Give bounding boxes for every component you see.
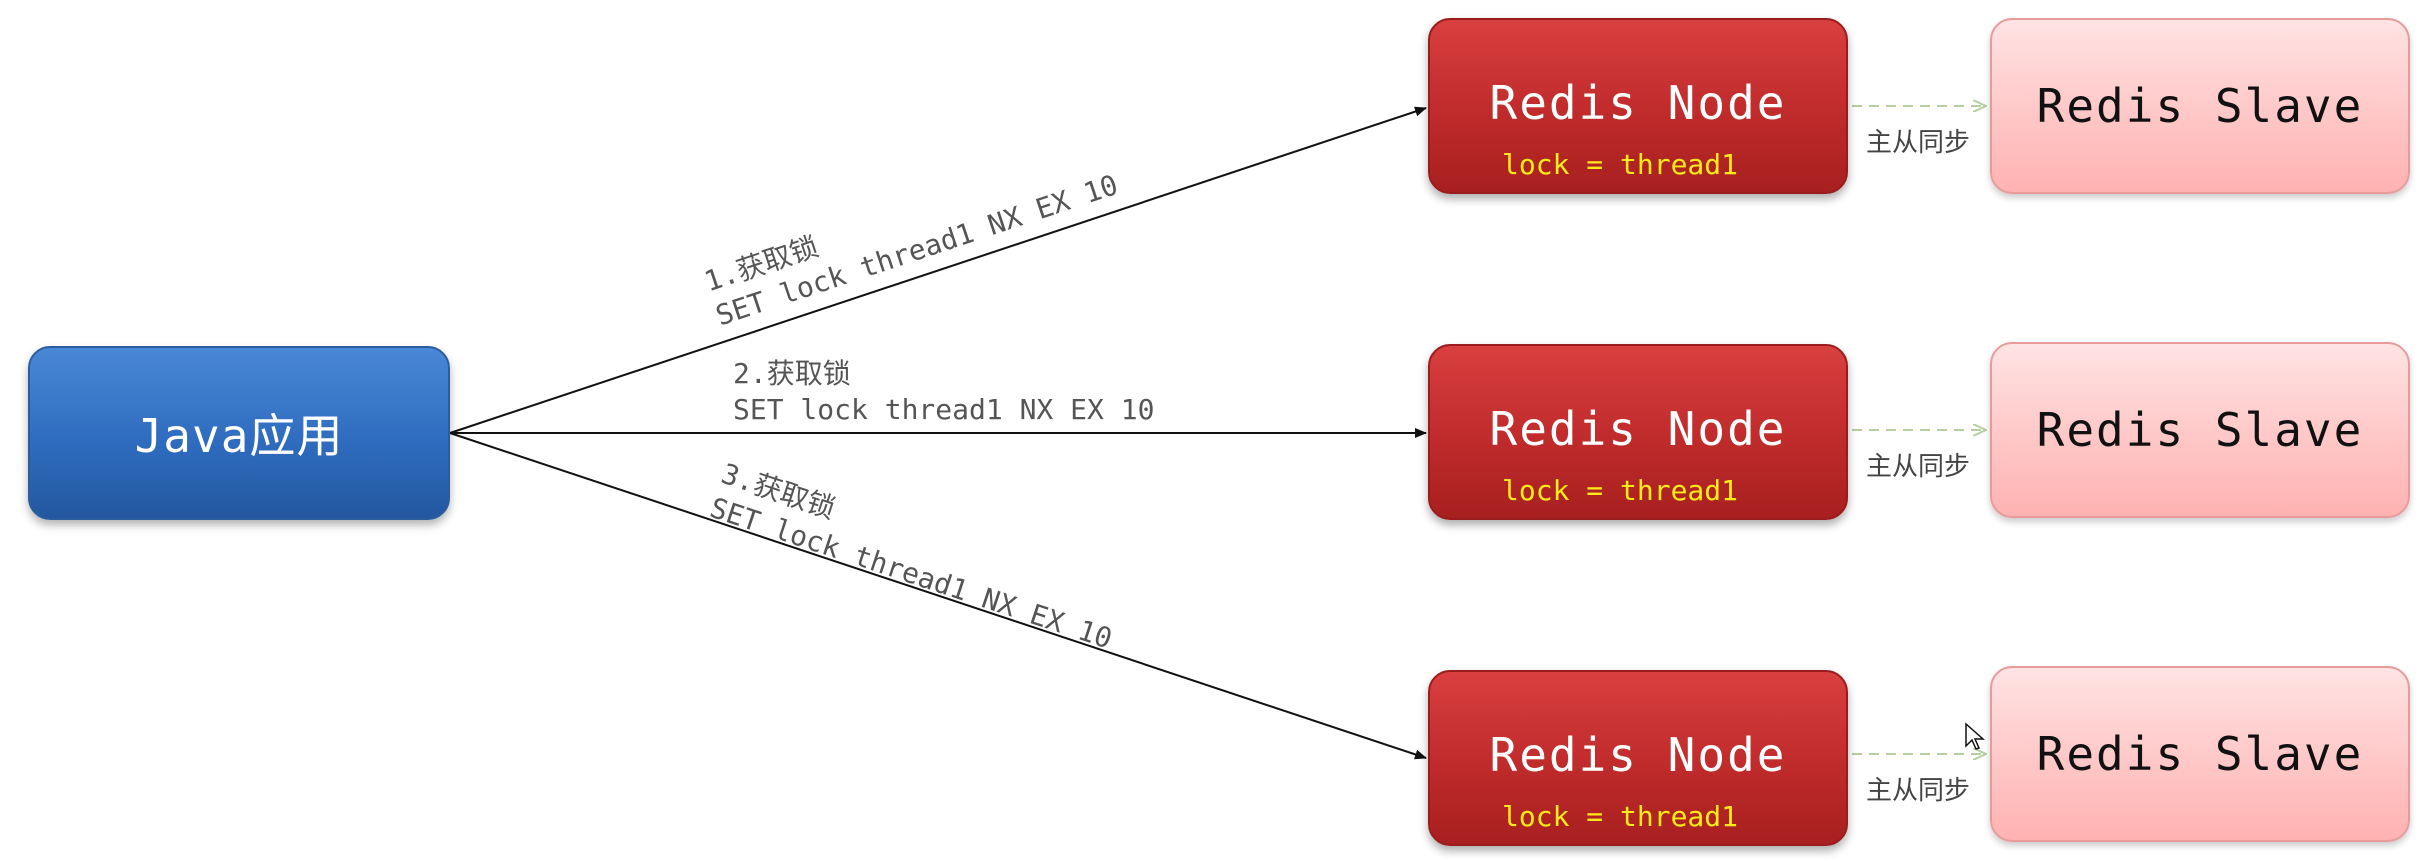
redis-node-2: Redis Node lock = thread1 — [1428, 344, 1848, 520]
redis-slave-3: Redis Slave — [1990, 666, 2410, 842]
edge-line-3 — [449, 432, 1427, 760]
redis-slave-title: Redis Slave — [2036, 727, 2364, 781]
redis-node-1: Redis Node lock = thread1 — [1428, 18, 1848, 194]
redis-node-title: Redis Node — [1489, 402, 1787, 456]
redis-node-lock-value: lock = thread1 — [1502, 800, 1739, 833]
edge-step-2: 2.获取锁 — [733, 357, 851, 390]
java-app-box: Java应用 — [28, 346, 450, 520]
redis-slave-2: Redis Slave — [1990, 342, 2410, 518]
redis-node-lock-value: lock = thread1 — [1502, 148, 1739, 181]
redis-node-title: Redis Node — [1489, 76, 1787, 130]
redis-slave-1: Redis Slave — [1990, 18, 2410, 194]
redis-node-lock-value: lock = thread1 — [1502, 474, 1739, 507]
sync-label-1: 主从同步 — [1866, 128, 1971, 158]
redis-node-3: Redis Node lock = thread1 — [1428, 670, 1848, 846]
sync-label-3: 主从同步 — [1866, 776, 1971, 806]
sync-label-2: 主从同步 — [1866, 452, 1971, 482]
edge-label-2: 2.获取锁 SET lock thread1 NX EX 10 — [733, 356, 1154, 428]
java-app-label: Java应用 — [134, 409, 344, 463]
edge-command-2: SET lock thread1 NX EX 10 — [733, 393, 1155, 426]
edge-line-1 — [449, 106, 1427, 434]
redis-slave-title: Redis Slave — [2036, 79, 2364, 133]
redis-slave-title: Redis Slave — [2036, 403, 2364, 457]
redis-node-title: Redis Node — [1489, 728, 1787, 782]
mouse-cursor-icon — [1965, 722, 1985, 750]
